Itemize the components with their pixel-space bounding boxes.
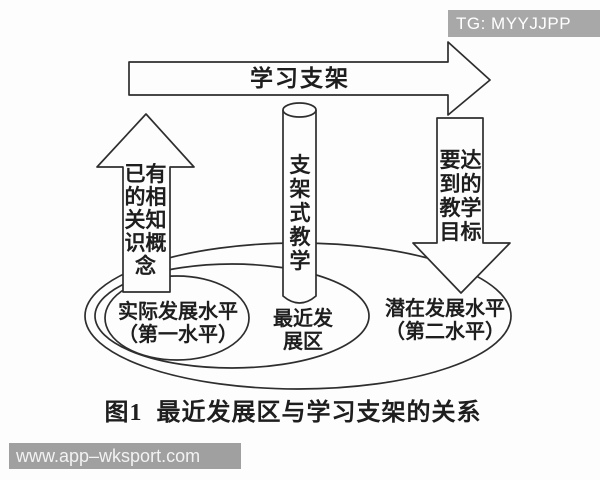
- scaffold-cylinder-body: [282, 110, 317, 304]
- prior-knowledge-label: 已有的相关知识概念: [124, 163, 167, 278]
- learning-scaffold-arrow-right-icon: [128, 41, 491, 116]
- scaffolding-teaching-label: 支架式教学: [289, 153, 311, 273]
- teaching-goal-label: 要达到的教学目标: [439, 148, 482, 244]
- watermark-bar: www.app–wksport.com: [9, 443, 241, 469]
- inner-ellipse-actual-level: [104, 275, 250, 361]
- learning-scaffold-label: 学习支架: [250, 66, 350, 91]
- middle-ellipse-zpd: [94, 263, 370, 369]
- zpd-label: 最近发 展区: [273, 308, 333, 353]
- teaching-goal-arrow-down-icon: [412, 117, 511, 294]
- potential-development-level-label: 潜在发展水平 （第二水平）: [385, 298, 505, 343]
- tg-badge: TG: MYYJJPP: [448, 10, 600, 37]
- figure-caption: 图1 最近发展区与学习支架的关系: [104, 400, 482, 426]
- prior-knowledge-arrow-up-icon: [96, 113, 195, 293]
- scaffold-cylinder-top: [282, 102, 317, 118]
- actual-development-level-label: 实际发展水平 （第一水平）: [118, 301, 238, 346]
